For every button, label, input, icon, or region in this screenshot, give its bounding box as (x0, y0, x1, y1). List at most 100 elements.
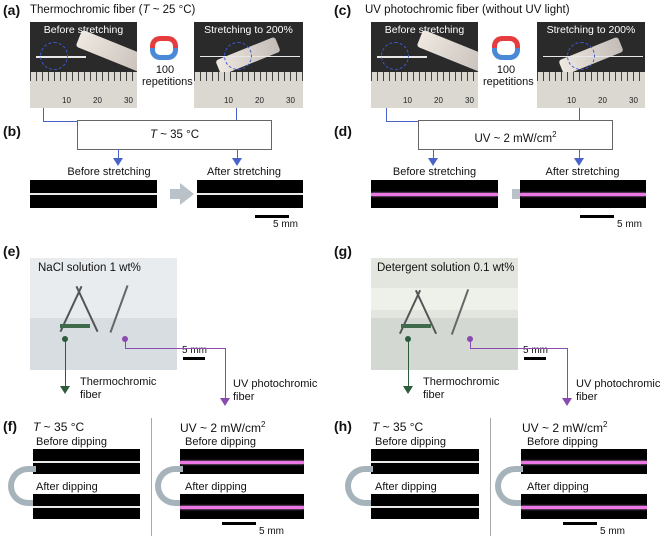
b-before-caption: Before stretching (67, 166, 151, 178)
fiber-strip-f-thermo-after (33, 494, 140, 519)
fiber-strip-b-before (30, 180, 157, 208)
f-right-before: Before dipping (185, 436, 256, 448)
scale-bar (563, 522, 597, 525)
scale-label: 5 mm (600, 526, 625, 537)
highlight-circle (381, 42, 409, 70)
d-after-caption: After stretching (545, 166, 620, 178)
condition-box-b: T ~ 35 °C (77, 120, 272, 150)
arrow-down (428, 158, 438, 166)
uv-dot (467, 336, 473, 342)
panel-a-title: Thermochromic fiber (T ~ 25 °C) (30, 4, 196, 16)
panel-a-label: (a) (3, 2, 21, 18)
arrow-down (60, 386, 70, 394)
panel-e-label: (e) (3, 243, 21, 259)
scale-bar (524, 357, 546, 360)
highlight-circle (567, 42, 595, 70)
h-left-before: Before dipping (375, 436, 446, 448)
scale-bar (222, 522, 256, 525)
panel-b-label: (b) (3, 123, 21, 139)
curved-arrow (495, 466, 531, 509)
f-left-after: After dipping (36, 481, 98, 493)
arrow-down (220, 398, 230, 406)
curved-arrow (155, 466, 191, 509)
scale-label: 5 mm (273, 219, 298, 230)
tweezer (75, 29, 137, 77)
fiber-strip-h-thermo-after (371, 494, 479, 519)
panel-f-label: (f) (3, 418, 17, 434)
f-left-condition: T ~ 35 °C (33, 420, 85, 434)
photo-a-stretched-caption: Stretching to 200% (204, 24, 293, 36)
highlight-circle (224, 42, 252, 70)
f-right-after: After dipping (185, 481, 247, 493)
f-left-before: Before dipping (36, 436, 107, 448)
scale-label: 5 mm (617, 219, 642, 230)
h-left-condition: T ~ 35 °C (372, 420, 424, 434)
d-before-caption: Before stretching (392, 166, 477, 178)
connector (386, 108, 387, 121)
fiber-strip-f-uv-before (180, 449, 304, 474)
panel-h-label: (h) (334, 418, 352, 434)
divider (490, 418, 491, 536)
fiber-strip-d-after (520, 180, 646, 208)
fiber-strip-f-uv-after (180, 494, 304, 519)
panel-c-label: (c) (334, 2, 352, 18)
condition-box-d: UV ~ 2 mW/cm2 (418, 120, 613, 150)
scale-label: 5 mm (523, 345, 548, 356)
thermo-dot (405, 336, 411, 342)
connector (43, 108, 44, 121)
beaker-photo-g: Detergent solution 0.1 wt% (371, 258, 518, 370)
connector (236, 108, 237, 121)
arrow-down (232, 158, 242, 166)
arrow-down (562, 398, 572, 406)
h-right-condition: UV ~ 2 mW/cm2 (522, 420, 608, 435)
scale-bar (183, 357, 205, 360)
h-left-after: After dipping (375, 481, 437, 493)
curved-arrow (345, 466, 381, 509)
photo-c-stretched-caption: Stretching to 200% (546, 24, 636, 36)
fiber-strip-d-before (371, 180, 498, 208)
panel-c-title: UV photochromic fiber (without UV light) (365, 4, 570, 16)
beaker-photo-e: NaCl solution 1 wt% (30, 258, 177, 370)
scale-label: 5 mm (182, 345, 207, 356)
connector (579, 108, 580, 121)
fiber-strip-h-thermo-before (371, 449, 479, 474)
scale-bar (580, 215, 614, 218)
divider (151, 418, 152, 536)
curved-arrow (8, 466, 44, 509)
tweezer (416, 29, 478, 77)
connector (118, 149, 119, 159)
panel-g-title: Detergent solution 0.1 wt% (377, 262, 515, 274)
scale-label: 5 mm (259, 526, 284, 537)
h-right-after: After dipping (527, 481, 589, 493)
highlight-circle (40, 42, 68, 70)
f-right-condition: UV ~ 2 mW/cm2 (180, 420, 266, 435)
h-right-before: Before dipping (527, 436, 598, 448)
panel-e-title: NaCl solution 1 wt% (38, 262, 141, 274)
gray-arrow (170, 183, 194, 205)
fiber-strip-b-after (197, 180, 303, 208)
connector (579, 149, 580, 159)
panel-g-label: (g) (334, 243, 352, 259)
repeat-icon (150, 36, 178, 60)
repeat-icon (492, 36, 520, 60)
connector (433, 149, 434, 159)
arrow-down (574, 158, 584, 166)
panel-d-label: (d) (334, 123, 352, 139)
fiber-strip-h-uv-after (521, 494, 647, 519)
fiber-strip-f-thermo-before (33, 449, 140, 474)
b-after-caption: After stretching (207, 166, 281, 178)
